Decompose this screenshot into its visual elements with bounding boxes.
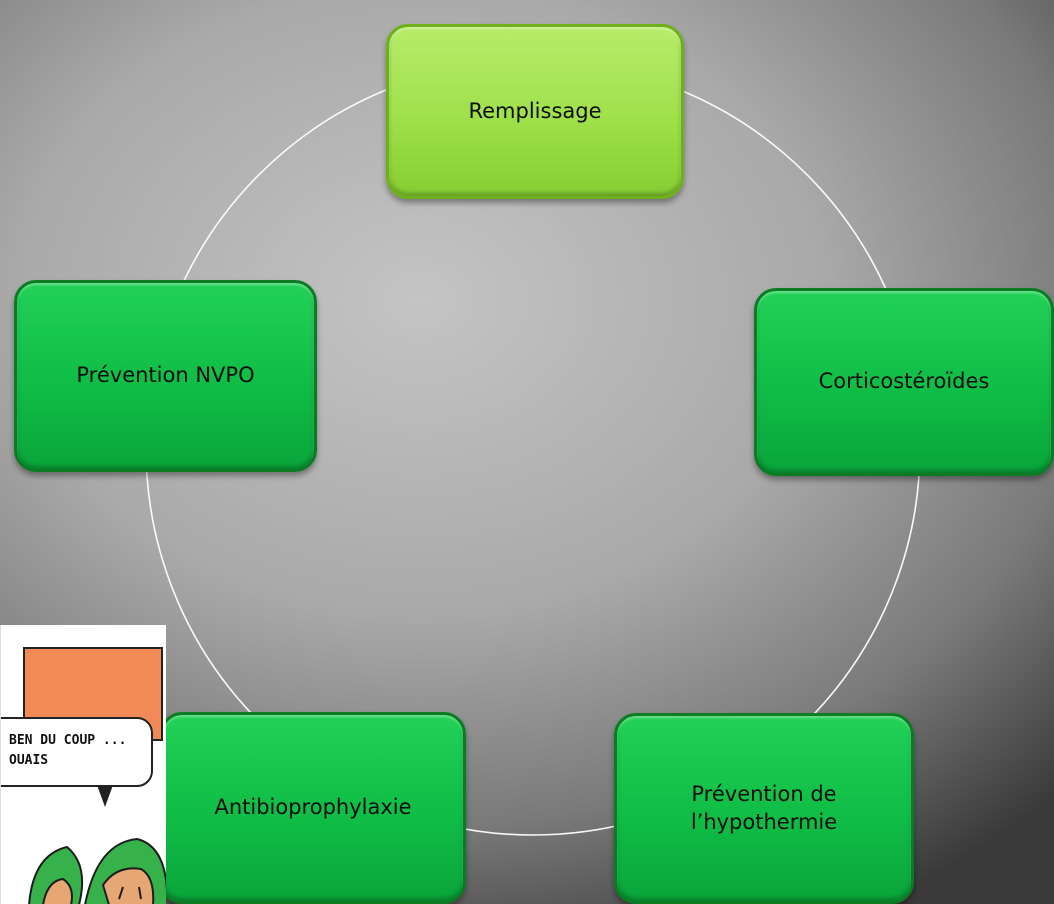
node-prevention-hypothermie-line-2: l’hypothermie: [690, 809, 838, 834]
node-prevention-nvpo-label: Prévention NVPO: [76, 363, 255, 388]
node-antibioprophylaxie[interactable]: Antibioprophylaxie: [160, 712, 466, 904]
cartoon-bubble-line-2: OUAIS: [9, 752, 49, 768]
node-prevention-nvpo[interactable]: Prévention NVPO: [14, 280, 317, 472]
cartoon-bubble-line-1: BEN DU COUP ...: [9, 733, 127, 748]
node-prevention-hypothermie[interactable]: Prévention de l’hypothermie: [614, 713, 914, 904]
node-corticosteroides-label: Corticostéroïdes: [818, 369, 990, 394]
node-prevention-hypothermie-label: Prévention de l’hypothermie: [691, 781, 837, 836]
node-antibioprophylaxie-label: Antibioprophylaxie: [214, 795, 412, 820]
node-corticosteroides[interactable]: Corticostéroïdes: [754, 288, 1054, 476]
node-remplissage[interactable]: Remplissage: [386, 24, 684, 199]
cartoon-character-illustration: [28, 837, 166, 904]
cartoon-speech-bubble: BEN DU COUP ... OUAIS: [1, 717, 153, 787]
cartoon-bubble-tail: [97, 785, 113, 807]
node-prevention-hypothermie-line-1: Prévention de: [691, 782, 837, 807]
cartoon-image: BEN DU COUP ... OUAIS: [0, 625, 166, 904]
node-remplissage-label: Remplissage: [468, 98, 602, 123]
